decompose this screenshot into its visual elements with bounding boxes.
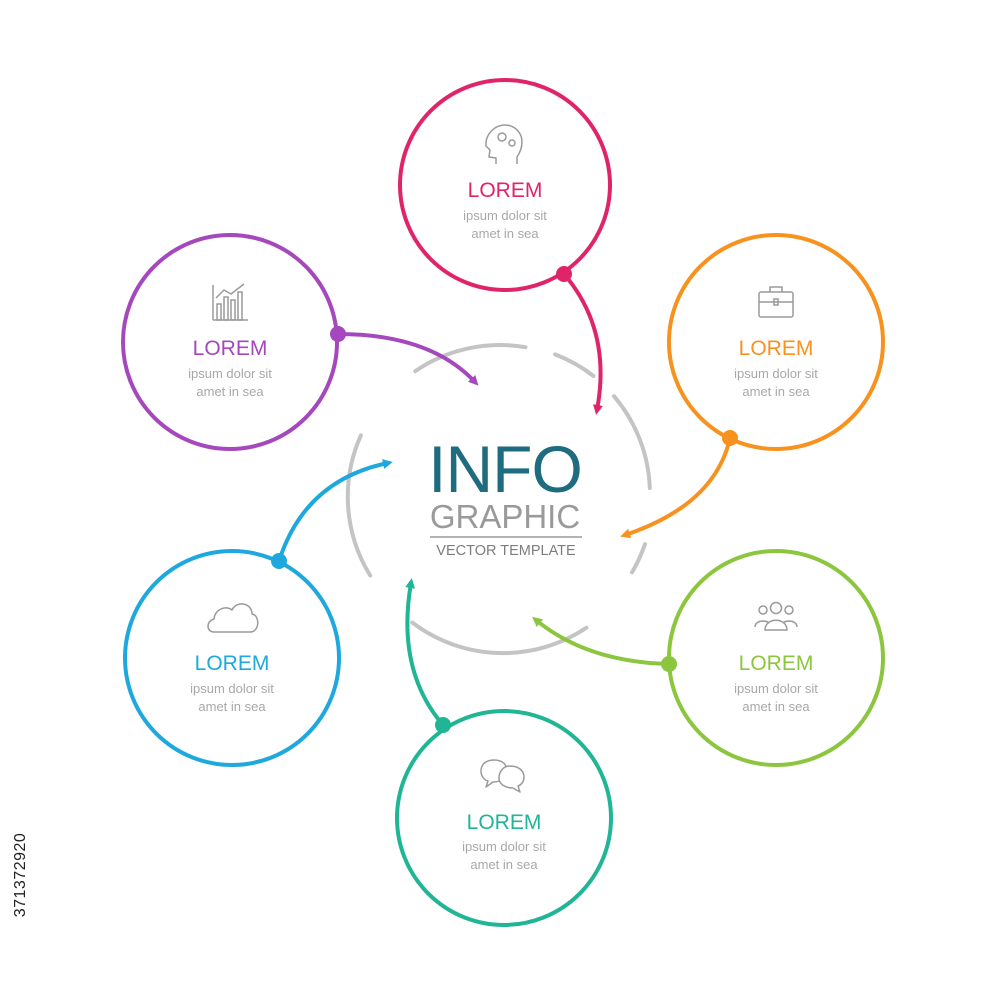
node-desc-line2: amet in sea [742, 384, 810, 399]
node-bottom: LOREM ipsum dolor sit amet in sea [395, 709, 613, 927]
node-desc-line1: ipsum dolor sit [462, 839, 546, 854]
center-title-group: INFO GRAPHIC VECTOR TEMPLATE [428, 432, 583, 559]
node-lower-right: LOREM ipsum dolor sit amet in sea [661, 549, 885, 767]
node-title: LOREM [195, 652, 270, 675]
node-desc-line2: amet in sea [742, 699, 810, 714]
cloud-icon [207, 603, 259, 633]
node-connector-dot [722, 430, 738, 446]
node-title: LOREM [739, 337, 814, 360]
node-desc-line1: ipsum dolor sit [463, 208, 547, 223]
node-circle [398, 78, 612, 292]
center-caption: VECTOR TEMPLATE [436, 543, 576, 559]
node-desc-line1: ipsum dolor sit [734, 681, 818, 696]
node-circle [123, 549, 341, 767]
users-icon [754, 601, 798, 631]
node-circle [121, 233, 339, 451]
node-title: LOREM [467, 811, 542, 834]
node-desc-line2: amet in sea [470, 857, 538, 872]
connectors [277, 272, 732, 727]
node-lower-left: LOREM ipsum dolor sit amet in sea [123, 549, 341, 767]
briefcase-icon [758, 286, 794, 318]
connector-upper-left [336, 332, 479, 386]
node-desc-line1: ipsum dolor sit [188, 366, 272, 381]
bar-chart-icon [212, 283, 248, 321]
stock-id-label: 371372920 [8, 770, 34, 980]
node-upper-left: LOREM ipsum dolor sit amet in sea [121, 233, 346, 451]
node-connector-dot [271, 553, 287, 569]
node-upper-right: LOREM ipsum dolor sit amet in sea [667, 233, 885, 451]
connector-top [562, 272, 603, 415]
node-circle [667, 233, 885, 451]
node-connector-dot [435, 717, 451, 733]
connector-lower-right [532, 616, 671, 666]
node-connector-dot [661, 656, 677, 672]
head-gears-icon [485, 124, 523, 164]
stock-id-text: 371372920 [12, 832, 29, 918]
node-title: LOREM [193, 337, 268, 360]
node-circle [395, 709, 613, 927]
connector-lower-left [277, 459, 393, 563]
connector-bottom [405, 578, 445, 727]
node-desc-line2: amet in sea [198, 699, 266, 714]
center-subtitle: GRAPHIC [430, 498, 580, 535]
connector-upper-right [620, 436, 732, 539]
center-title: INFO [428, 432, 582, 506]
node-connector-dot [556, 266, 572, 282]
node-title: LOREM [739, 652, 814, 675]
node-desc-line1: ipsum dolor sit [734, 366, 818, 381]
node-title: LOREM [468, 179, 543, 202]
chat-bubbles-icon [480, 759, 525, 793]
node-connector-dot [330, 326, 346, 342]
node-desc-line2: amet in sea [471, 226, 539, 241]
node-desc-line1: ipsum dolor sit [190, 681, 274, 696]
node-desc-line2: amet in sea [196, 384, 264, 399]
node-top: LOREM ipsum dolor sit amet in sea [398, 78, 612, 292]
